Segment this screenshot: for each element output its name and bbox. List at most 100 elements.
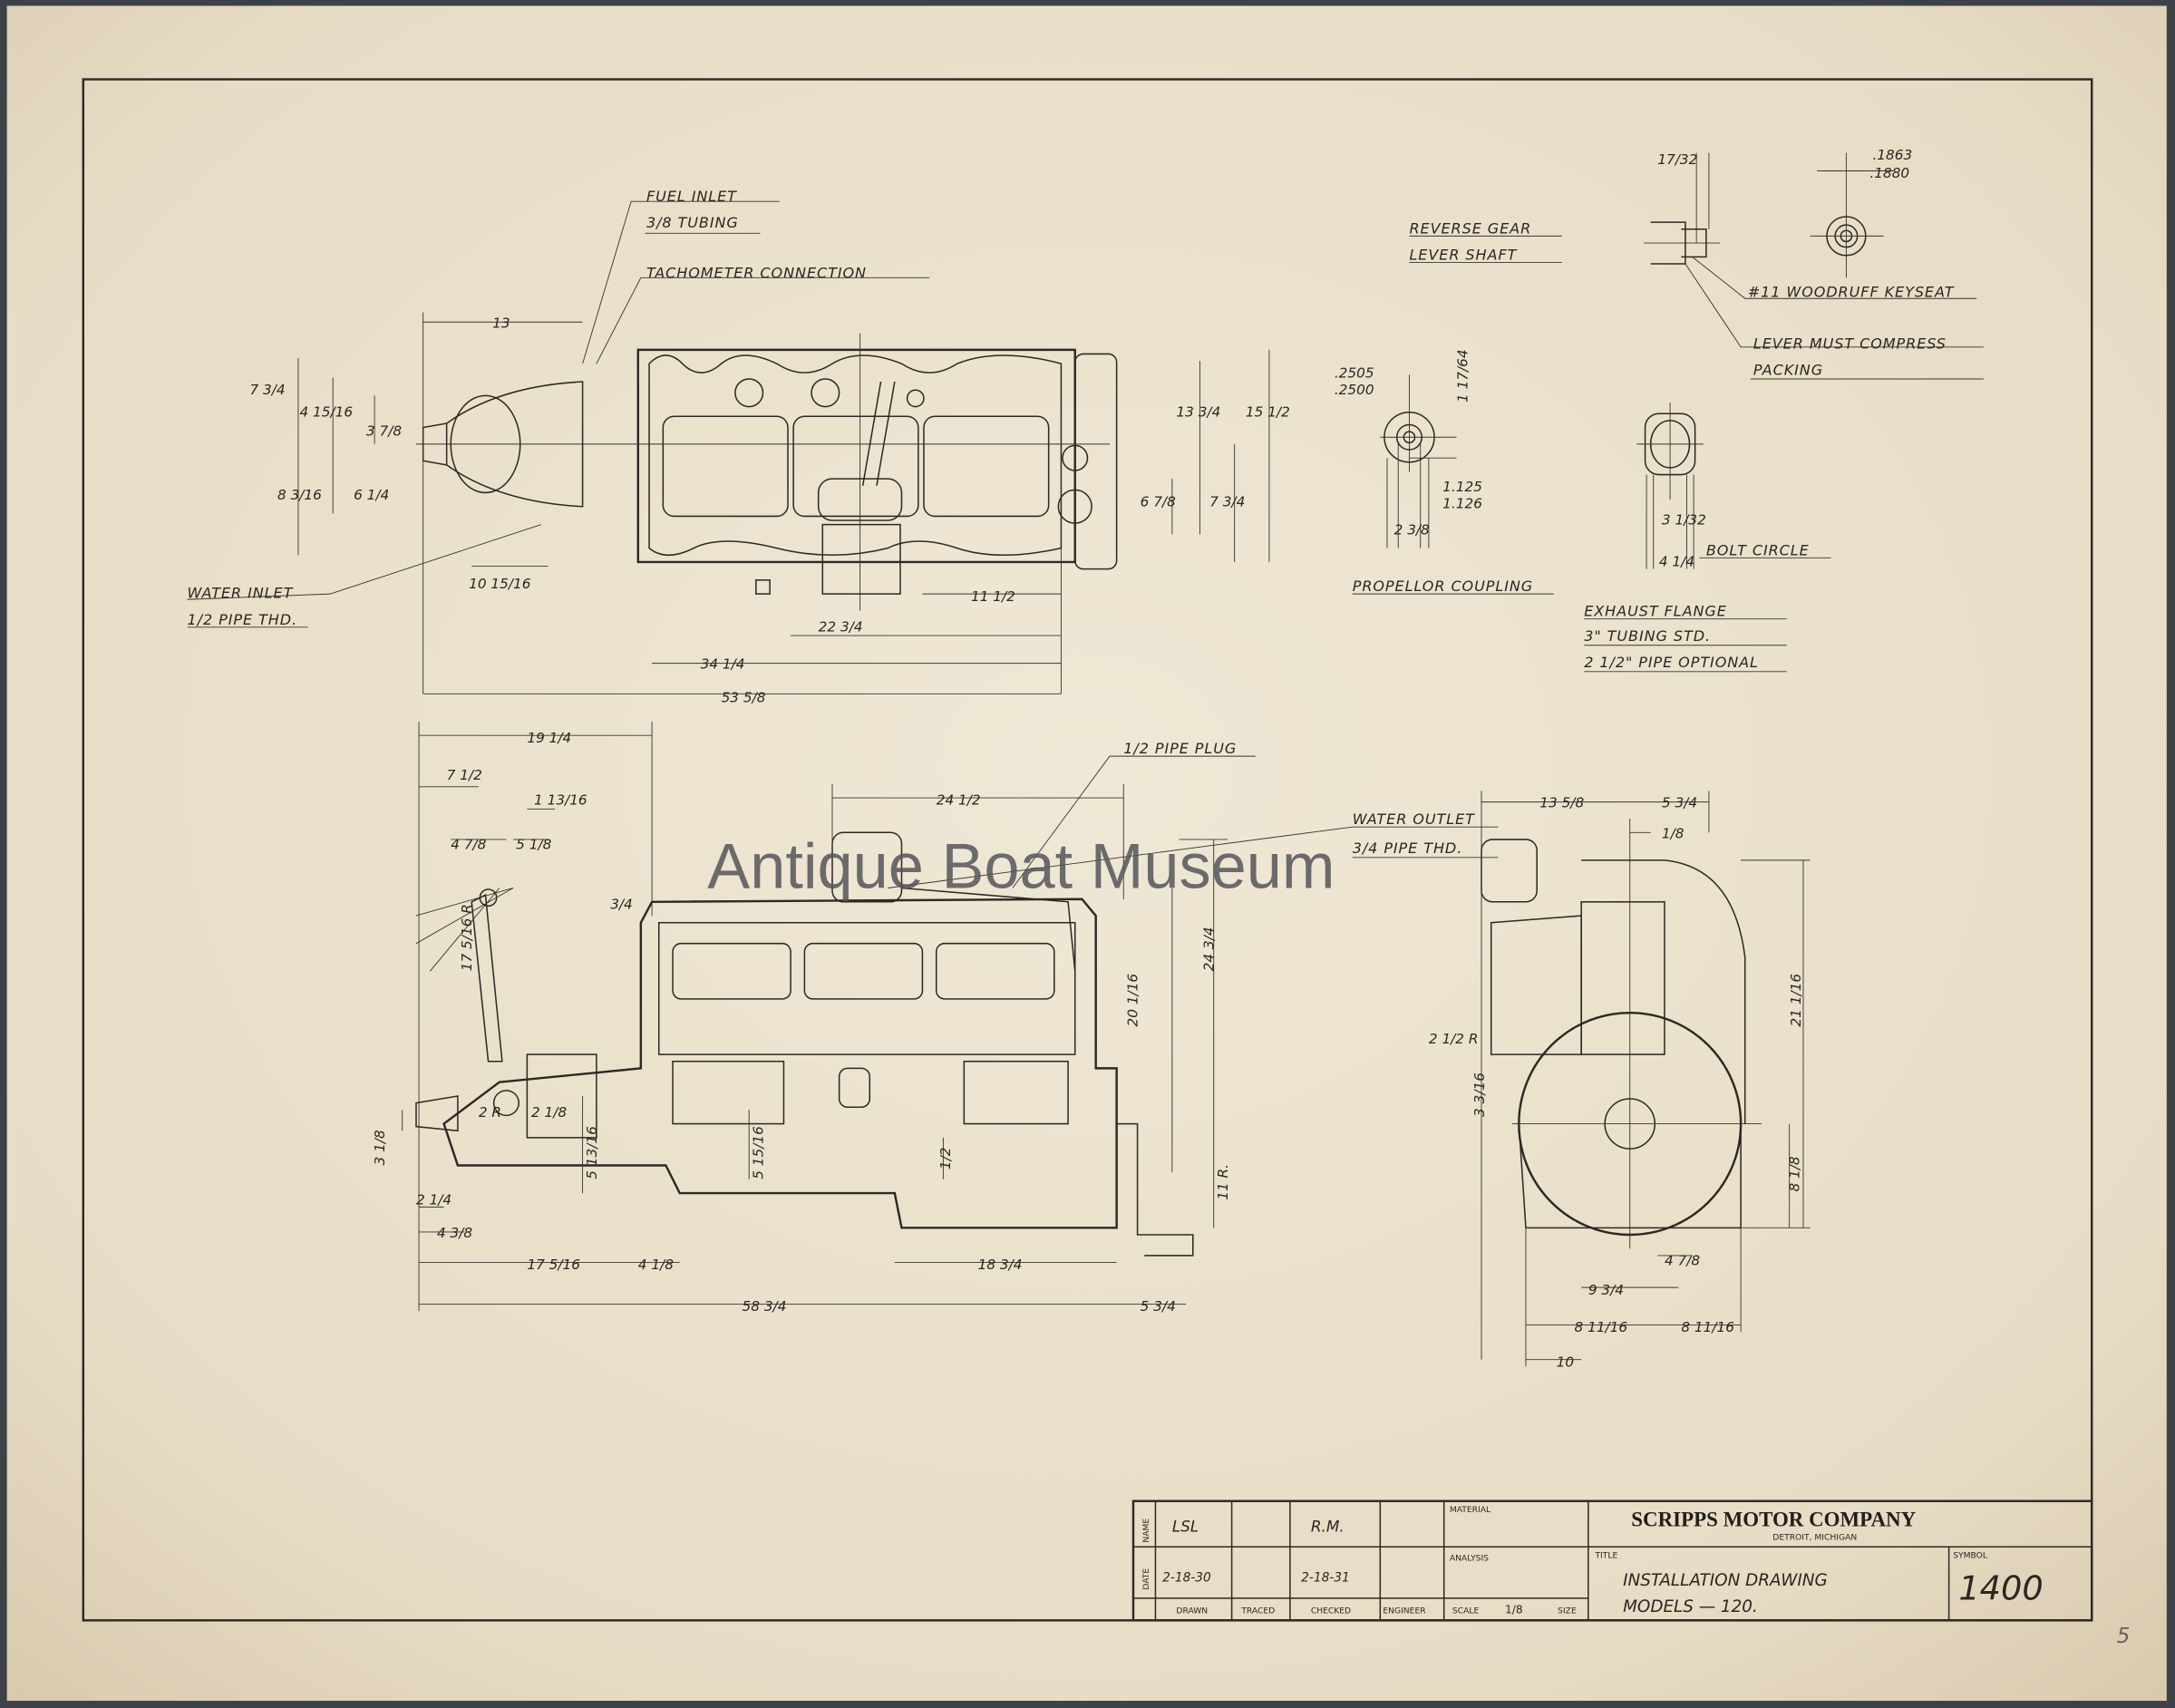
scale-label: SCALE bbox=[1452, 1606, 1480, 1616]
dim: 9 3/4 bbox=[1588, 1282, 1624, 1298]
dim: 5 3/4 bbox=[1141, 1298, 1176, 1315]
dim: 2 1/2 R bbox=[1429, 1031, 1479, 1047]
dim: 13 bbox=[492, 315, 510, 331]
scale-value: 1/8 bbox=[1505, 1604, 1523, 1616]
title-line-2: MODELS — 120. bbox=[1623, 1597, 1758, 1616]
dim: 4 15/16 bbox=[299, 403, 353, 420]
dim: 3 1/8 bbox=[372, 1130, 388, 1165]
dim: 2 R bbox=[479, 1104, 501, 1121]
col-engineer: ENGINEER bbox=[1383, 1606, 1426, 1616]
col-drawn: DRAWN bbox=[1176, 1606, 1208, 1616]
dim: 1 17/64 bbox=[1455, 349, 1471, 403]
dim: 1/2 bbox=[937, 1147, 954, 1169]
callout-lever-shaft: LEVER SHAFT bbox=[1409, 246, 1517, 263]
symbol-value: 1400 bbox=[1958, 1568, 2043, 1607]
size-label: SIZE bbox=[1558, 1606, 1577, 1616]
dim: 7 3/4 bbox=[1209, 494, 1245, 510]
dim: 1.125 bbox=[1442, 479, 1482, 495]
dim: 8 11/16 bbox=[1575, 1319, 1628, 1335]
dim: .1880 bbox=[1869, 165, 1909, 181]
dim: 1 13/16 bbox=[534, 792, 587, 809]
dim: 13 3/4 bbox=[1176, 403, 1220, 420]
side-view-engine bbox=[415, 831, 1194, 1257]
checked-date: 2-18-31 bbox=[1301, 1570, 1350, 1585]
dim: 11 R. bbox=[1215, 1164, 1231, 1200]
dim: 34 1/4 bbox=[701, 656, 745, 673]
detail-views: REVERSE GEAR LEVER SHAFT 17/32 .1863 .18… bbox=[1335, 147, 1984, 673]
callout-propellor-coupling: PROPELLOR COUPLING bbox=[1353, 577, 1533, 595]
dim: 21 1/16 bbox=[1788, 974, 1804, 1027]
callout-water-outlet: WATER OUTLET bbox=[1353, 810, 1475, 828]
dim: 3 3/16 bbox=[1471, 1072, 1488, 1117]
dim: 6 1/4 bbox=[354, 487, 389, 503]
dim: 8 11/16 bbox=[1681, 1319, 1734, 1335]
dim: 2 1/4 bbox=[416, 1191, 452, 1208]
dim: 8 1/8 bbox=[1786, 1156, 1802, 1191]
dim: 3 1/32 bbox=[1662, 512, 1706, 529]
dim: 7 1/2 bbox=[447, 767, 482, 783]
callout-water-inlet: WATER INLET bbox=[188, 585, 294, 602]
watermark: Antique Boat Museum bbox=[707, 830, 1335, 901]
drawn-name: LSL bbox=[1172, 1517, 1199, 1535]
callout-exhaust-flange: EXHAUST FLANGE bbox=[1584, 603, 1727, 620]
callout-packing: PACKING bbox=[1753, 361, 1823, 378]
title-block: NAME DATE LSL R.M. 2-18-30 2-18-31 DRAWN… bbox=[1131, 1499, 2093, 1622]
dim: 2 3/8 bbox=[1394, 521, 1430, 538]
front-view-engine bbox=[1481, 818, 1762, 1249]
top-view-dimension-lines bbox=[297, 312, 1270, 694]
callout-fuel-inlet-tubing: 3/8 TUBING bbox=[646, 214, 739, 231]
dim: 4 7/8 bbox=[1665, 1253, 1700, 1269]
dim: 5 3/4 bbox=[1662, 795, 1697, 811]
page-corner-number: 5 bbox=[2117, 1625, 2131, 1648]
dim: 4 7/8 bbox=[451, 837, 486, 853]
dim: 20 1/16 bbox=[1125, 974, 1141, 1027]
callout-water-inlet-thread: 1/2 PIPE THD. bbox=[188, 611, 298, 628]
side-view-callouts: 1/2 PIPE PLUG WATER OUTLET 3/4 PIPE THD. bbox=[888, 740, 1499, 888]
top-view-dimensions: 13 7 3/4 4 15/16 3 7/8 6 1/4 8 3/16 10 1… bbox=[249, 315, 1289, 705]
dim: 17/32 bbox=[1657, 151, 1697, 168]
dim: 19 1/4 bbox=[527, 730, 571, 746]
sheet-border bbox=[82, 78, 2093, 1622]
side-view-dimensions: 19 1/4 7 1/2 1 13/16 4 7/8 5 1/8 17 5/16… bbox=[372, 730, 1231, 1315]
drawn-date: 2-18-30 bbox=[1162, 1570, 1211, 1585]
callout-reverse-gear: REVERSE GEAR bbox=[1409, 219, 1531, 237]
symbol-label: SYMBOL bbox=[1953, 1550, 1988, 1560]
dim: 11 1/2 bbox=[971, 588, 1015, 605]
dim: 10 15/16 bbox=[469, 576, 531, 592]
dim: 2 1/8 bbox=[531, 1104, 567, 1121]
dim: .2500 bbox=[1335, 382, 1374, 398]
front-view-dimension-lines bbox=[1481, 791, 1811, 1367]
callout-pipe-plug: 1/2 PIPE PLUG bbox=[1123, 740, 1237, 757]
company-name: SCRIPPS MOTOR COMPANY bbox=[1631, 1508, 1916, 1530]
title-label: TITLE bbox=[1594, 1550, 1617, 1560]
callout-fuel-inlet: FUEL INLET bbox=[646, 188, 737, 205]
company-location: DETROIT, MICHIGAN bbox=[1772, 1533, 1857, 1543]
callout-exhaust-tubing: 3" TUBING STD. bbox=[1584, 627, 1711, 645]
callout-water-outlet-thread: 3/4 PIPE THD. bbox=[1353, 839, 1463, 857]
dim: 5 1/8 bbox=[516, 837, 551, 853]
dim: 3/4 bbox=[610, 896, 633, 912]
analysis-label: ANALYSIS bbox=[1450, 1554, 1489, 1564]
dim: 15 1/2 bbox=[1246, 403, 1290, 420]
front-view-dimensions: 13 5/8 5 3/4 1/8 21 1/16 2 1/2 R 3 3/16 … bbox=[1429, 795, 1804, 1371]
dim: 18 3/4 bbox=[978, 1257, 1023, 1273]
top-view-engine bbox=[415, 333, 1118, 611]
material-label: MATERIAL bbox=[1450, 1505, 1491, 1515]
dim: 7 3/4 bbox=[249, 382, 285, 398]
dim: 5 13/16 bbox=[584, 1126, 600, 1179]
callout-bolt-circle: BOLT CIRCLE bbox=[1706, 541, 1810, 558]
date-label: DATE bbox=[1141, 1568, 1151, 1590]
dim: 24 3/4 bbox=[1201, 927, 1218, 971]
dim: 4 3/8 bbox=[437, 1225, 472, 1241]
col-checked: CHECKED bbox=[1311, 1606, 1351, 1616]
dim: 10 bbox=[1557, 1354, 1574, 1370]
dim: .1863 bbox=[1872, 147, 1912, 163]
side-view-dimension-lines bbox=[402, 721, 1228, 1312]
dim: 4 1/8 bbox=[638, 1257, 674, 1273]
title-line-1: INSTALLATION DRAWING bbox=[1623, 1571, 1828, 1590]
dim: 17 5/16 bbox=[527, 1257, 580, 1273]
name-label: NAME bbox=[1141, 1519, 1151, 1543]
dim: 22 3/4 bbox=[819, 618, 863, 635]
dim: 3 7/8 bbox=[366, 423, 402, 440]
